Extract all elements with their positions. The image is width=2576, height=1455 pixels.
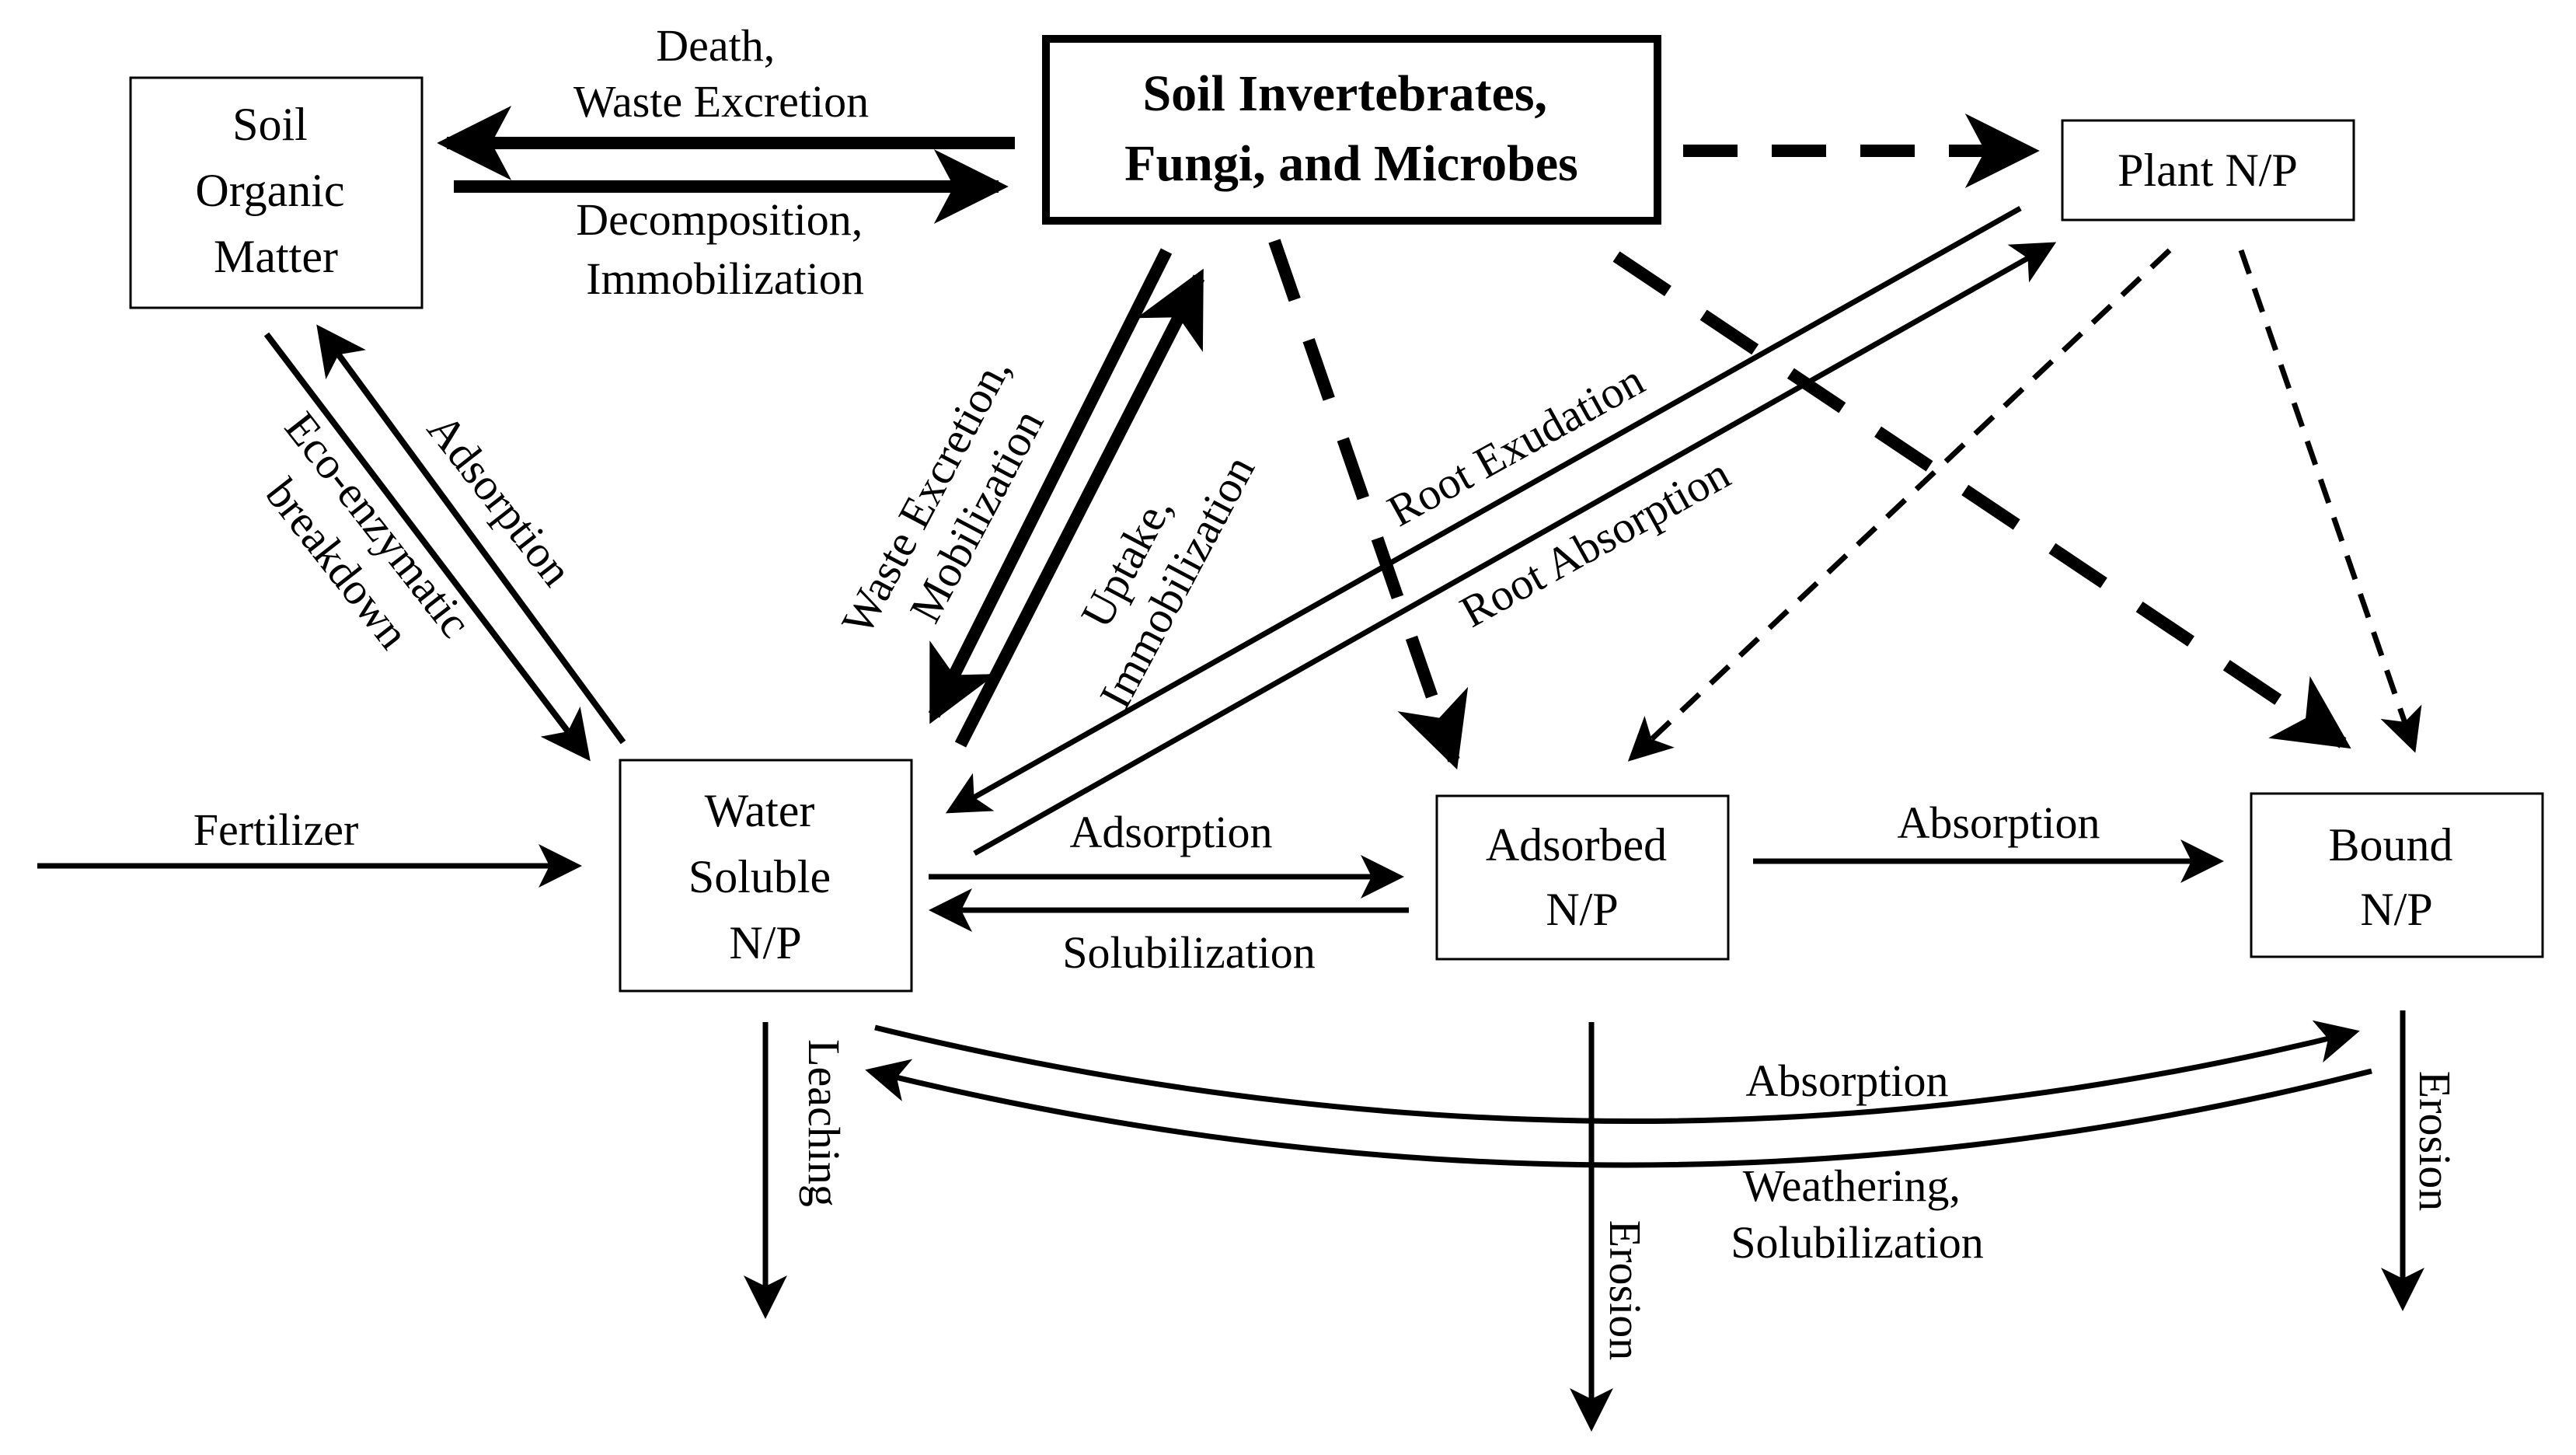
label-erosion-adsorbed: Erosion [1600,1220,1651,1360]
arrow-bound-to-water-soluble-curve [865,1059,2372,1168]
arrow-invertebrates-to-adsorbed [1268,239,1469,770]
arrow-invertebrates-to-water-soluble [928,248,1173,724]
arrow-plant-to-adsorbed [1627,248,2172,762]
node-adsorbed: Adsorbed N/P [1435,794,1730,961]
svg-text:Adsorbed N/P: Adsorbed N/P [1486,819,1678,935]
node-water-soluble: Water Soluble N/P [619,759,913,993]
svg-text:Bound N/P: Bound N/P [2328,819,2464,935]
label-adsorption-ws: Adsorption [1070,807,1273,857]
svg-text:Soil Organic Matte: Soil Organic Matter [195,99,356,282]
label-leaching: Leaching [799,1039,849,1207]
label-erosion-bound: Erosion [2410,1071,2460,1211]
label-death-waste: Death, Waste Excretion [573,20,869,127]
arrow-water-soluble-to-som [316,324,626,745]
label-solubilization: Solubilization [1062,927,1315,978]
label-fertilizer: Fertilizer [193,804,359,855]
label-absorption-ab: Absorption [1898,797,2100,848]
svg-text:Uptake, Immobilization: Uptake, Immobilization [1041,422,1264,717]
arrow-plant-to-bound [2238,249,2422,753]
svg-text:Decomposition, Immobiliz: Decomposition, Immobilization [576,194,873,304]
node-plant: Plant N/P [2061,119,2355,222]
label-uptake-immobilization: Uptake, Immobilization [1041,422,1264,717]
label-absorption-arc: Absorption [1746,1055,1949,1106]
arrow-water-soluble-to-bound-curve [874,1020,2360,1125]
node-invertebrates-fungi-microbes: Soil Invertebrates, Fungi, and Microbes [1042,35,1661,225]
arrow-water-soluble-to-plant [973,242,2057,857]
arrow-som-to-water-soluble [263,332,591,762]
node-soil-organic-matter: Soil Organic Matter [129,76,424,309]
svg-text:Death, Waste Excretion: Death, Waste Excretion [573,20,869,127]
label-decomposition: Decomposition, Immobilization [576,194,873,304]
svg-text:Water Soluble N/P: Water Soluble N/P [688,785,842,968]
svg-text:Soil Invertebrates, Fung: Soil Invertebrates, Fungi, and Microbes [1124,65,1578,192]
arrow-invertebrates-to-bound [1612,251,2351,749]
arrow-water-soluble-to-invertebrates [954,268,1205,748]
arrow-plant-to-water-soluble [945,205,2022,814]
label-weathering: Weathering, Solubilization [1731,1160,1983,1268]
svg-text:Plant N/P: Plant N/P [2118,145,2298,196]
node-bound: Bound N/P [2250,792,2544,958]
svg-text:Weathering, Solubilizati: Weathering, Solubilization [1731,1160,1983,1268]
